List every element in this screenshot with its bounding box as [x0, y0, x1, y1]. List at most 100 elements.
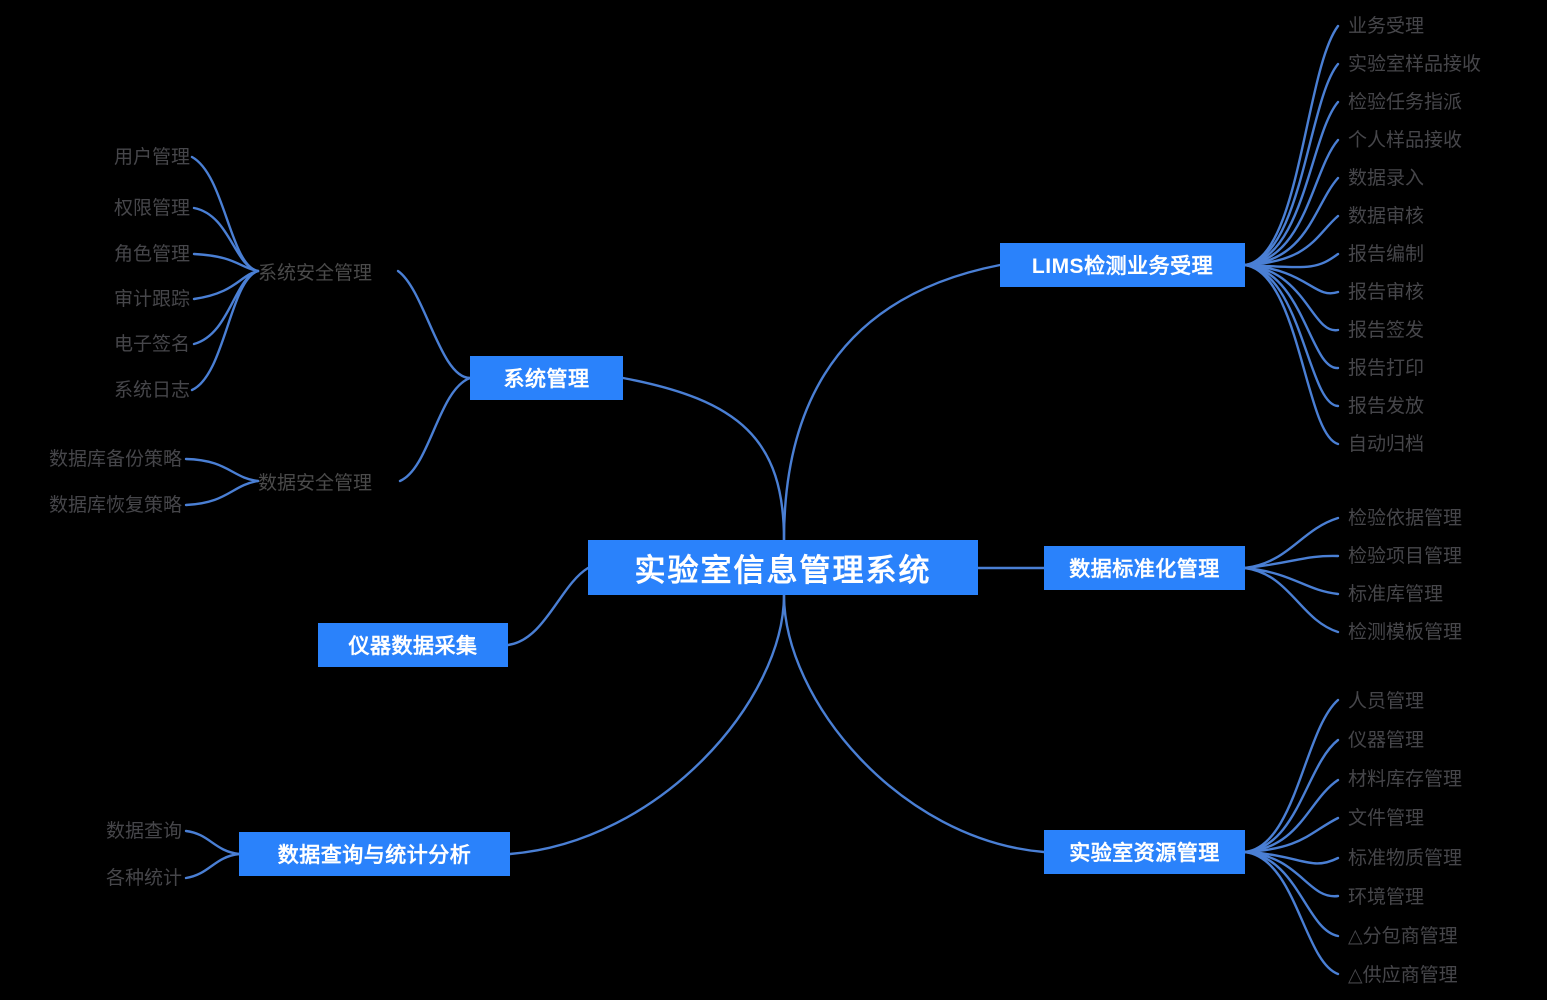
- leaf-item-resources-8[interactable]: △供应商管理: [1348, 962, 1458, 988]
- branch-label-instrument-data-collection: 仪器数据采集: [348, 635, 478, 658]
- edge-root-query: [508, 593, 786, 856]
- leaf-item-lims-9[interactable]: 报告签发: [1348, 317, 1424, 343]
- leaf-item-standardization-3[interactable]: 标准库管理: [1348, 581, 1443, 607]
- edge-security-leaf-3: [192, 252, 260, 273]
- leaf-item-resources-5[interactable]: 标准物质管理: [1348, 845, 1462, 871]
- edge-query-leaf-1: [184, 829, 241, 856]
- leaf-item-lims-12[interactable]: 自动归档: [1348, 431, 1424, 457]
- leaf-label: 数据查询: [105, 820, 182, 842]
- leaf-item-resources-6[interactable]: 环境管理: [1348, 884, 1424, 910]
- leaf-label: 电子签名: [113, 333, 190, 355]
- branch-label-lims: LIMS检测业务受理: [1031, 255, 1214, 278]
- leaf-label: 数据录入: [1348, 167, 1425, 189]
- leaf-item-security-1[interactable]: 用户管理: [0, 144, 190, 170]
- edge-security-leaf-5: [192, 269, 260, 346]
- branch-node-resources[interactable]: 实验室资源管理: [1044, 830, 1245, 874]
- edge-lims-leaf-10: [1243, 263, 1340, 370]
- leaf-label: 系统日志: [113, 379, 190, 401]
- leaf-label: 个人样品接收: [1348, 129, 1463, 151]
- leaf-label: 环境管理: [1348, 886, 1425, 908]
- edge-resources-leaf-8: [1243, 850, 1340, 976]
- leaf-label: 报告发放: [1348, 395, 1425, 417]
- leaf-label: 实验室样品接收: [1348, 53, 1482, 75]
- edge-query-leaf-2: [184, 852, 241, 880]
- leaf-item-security-4[interactable]: 审计跟踪: [0, 286, 190, 312]
- leaf-item-lims-10[interactable]: 报告打印: [1348, 355, 1424, 381]
- edge-resources-leaf-5: [1243, 850, 1340, 865]
- edge-datasecurity-leaf-2: [184, 479, 260, 507]
- branch-node-standardization[interactable]: 数据标准化管理: [1044, 546, 1245, 590]
- leaf-label: 权限管理: [113, 197, 190, 219]
- leaf-item-resources-2[interactable]: 仪器管理: [1348, 727, 1424, 753]
- leaf-item-lims-3[interactable]: 检验任务指派: [1348, 89, 1462, 115]
- leaf-item-standardization-2[interactable]: 检验项目管理: [1348, 543, 1462, 569]
- leaf-label: 检验项目管理: [1348, 545, 1463, 567]
- edge-lims-leaf-7: [1243, 252, 1340, 269]
- leaf-item-resources-7[interactable]: △分包商管理: [1348, 923, 1458, 949]
- edge-system-datasecurity: [398, 376, 472, 483]
- leaf-item-lims-6[interactable]: 数据审核: [1348, 203, 1424, 229]
- leaf-item-security-3[interactable]: 角色管理: [0, 241, 190, 267]
- leaf-item-security-6[interactable]: 系统日志: [0, 377, 190, 403]
- edge-standardization-leaf-2: [1243, 554, 1340, 570]
- leaf-item-standardization-4[interactable]: 检测模板管理: [1348, 619, 1462, 645]
- leaf-label: 数据库备份策略: [48, 448, 182, 470]
- leaf-item-security-2[interactable]: 权限管理: [0, 195, 190, 221]
- leaf-label: △供应商管理: [1348, 964, 1458, 986]
- edge-datasecurity-leaf-1: [184, 457, 260, 483]
- leaf-label: 检验依据管理: [1348, 507, 1463, 529]
- leaf-label: 检验任务指派: [1348, 91, 1463, 113]
- leaf-item-standardization-1[interactable]: 检验依据管理: [1348, 505, 1462, 531]
- subbranch-node-data-security-management[interactable]: 数据安全管理: [258, 468, 372, 494]
- leaf-label: 仪器管理: [1348, 729, 1425, 751]
- edge-resources-leaf-4: [1243, 816, 1340, 854]
- leaf-label: 业务受理: [1348, 15, 1425, 37]
- edge-root-instrument: [506, 566, 590, 647]
- leaf-item-lims-5[interactable]: 数据录入: [1348, 165, 1424, 191]
- branch-label-query-statistics: 数据查询与统计分析: [277, 844, 472, 867]
- edge-standardization-leaf-4: [1243, 566, 1340, 634]
- edge-standardization-leaf-3: [1243, 566, 1340, 596]
- leaf-item-resources-4[interactable]: 文件管理: [1348, 805, 1424, 831]
- leaf-item-query-1[interactable]: 数据查询: [0, 818, 182, 844]
- leaf-label: 报告打印: [1348, 357, 1425, 379]
- edge-lims-leaf-3: [1243, 100, 1340, 267]
- leaf-item-lims-7[interactable]: 报告编制: [1348, 241, 1424, 267]
- edge-lims-leaf-11: [1243, 263, 1340, 408]
- branch-node-query-statistics[interactable]: 数据查询与统计分析: [239, 832, 510, 876]
- edge-standardization-leaf-1: [1243, 516, 1340, 570]
- edge-security-leaf-1: [190, 155, 260, 273]
- leaf-item-lims-1[interactable]: 业务受理: [1348, 13, 1424, 39]
- subbranch-label-data-security-management: 数据安全管理: [258, 472, 373, 494]
- leaf-item-data-security-2[interactable]: 数据库恢复策略: [0, 492, 182, 518]
- leaf-item-query-2[interactable]: 各种统计: [0, 865, 182, 891]
- leaf-label: 标准物质管理: [1348, 847, 1463, 869]
- edge-lims-leaf-9: [1243, 263, 1340, 332]
- branch-label-system-management: 系统管理: [503, 368, 590, 391]
- leaf-item-data-security-1[interactable]: 数据库备份策略: [0, 446, 182, 472]
- branch-node-lims[interactable]: LIMS检测业务受理: [1000, 243, 1245, 287]
- subbranch-node-security-management[interactable]: 系统安全管理: [258, 258, 372, 284]
- edge-resources-leaf-1: [1243, 698, 1340, 854]
- leaf-label: 自动归档: [1348, 433, 1425, 455]
- edge-system-security: [396, 269, 472, 380]
- edge-security-leaf-4: [192, 269, 260, 301]
- leaf-label: △分包商管理: [1348, 925, 1458, 947]
- root-node[interactable]: 实验室信息管理系统: [588, 540, 978, 595]
- leaf-item-security-5[interactable]: 电子签名: [0, 331, 190, 357]
- leaf-item-lims-11[interactable]: 报告发放: [1348, 393, 1424, 419]
- leaf-item-lims-4[interactable]: 个人样品接收: [1348, 127, 1462, 153]
- branch-node-system-management[interactable]: 系统管理: [470, 356, 623, 400]
- leaf-item-resources-1[interactable]: 人员管理: [1348, 688, 1424, 714]
- branch-node-instrument-data-collection[interactable]: 仪器数据采集: [318, 623, 508, 667]
- leaf-item-lims-8[interactable]: 报告审核: [1348, 279, 1424, 305]
- leaf-label: 文件管理: [1348, 807, 1425, 829]
- leaf-label: 用户管理: [113, 146, 190, 168]
- leaf-label: 人员管理: [1348, 690, 1425, 712]
- edge-lims-leaf-1: [1243, 24, 1340, 267]
- leaf-label: 标准库管理: [1348, 583, 1444, 605]
- leaf-item-lims-2[interactable]: 实验室样品接收: [1348, 51, 1481, 77]
- leaf-item-resources-3[interactable]: 材料库存管理: [1348, 766, 1462, 792]
